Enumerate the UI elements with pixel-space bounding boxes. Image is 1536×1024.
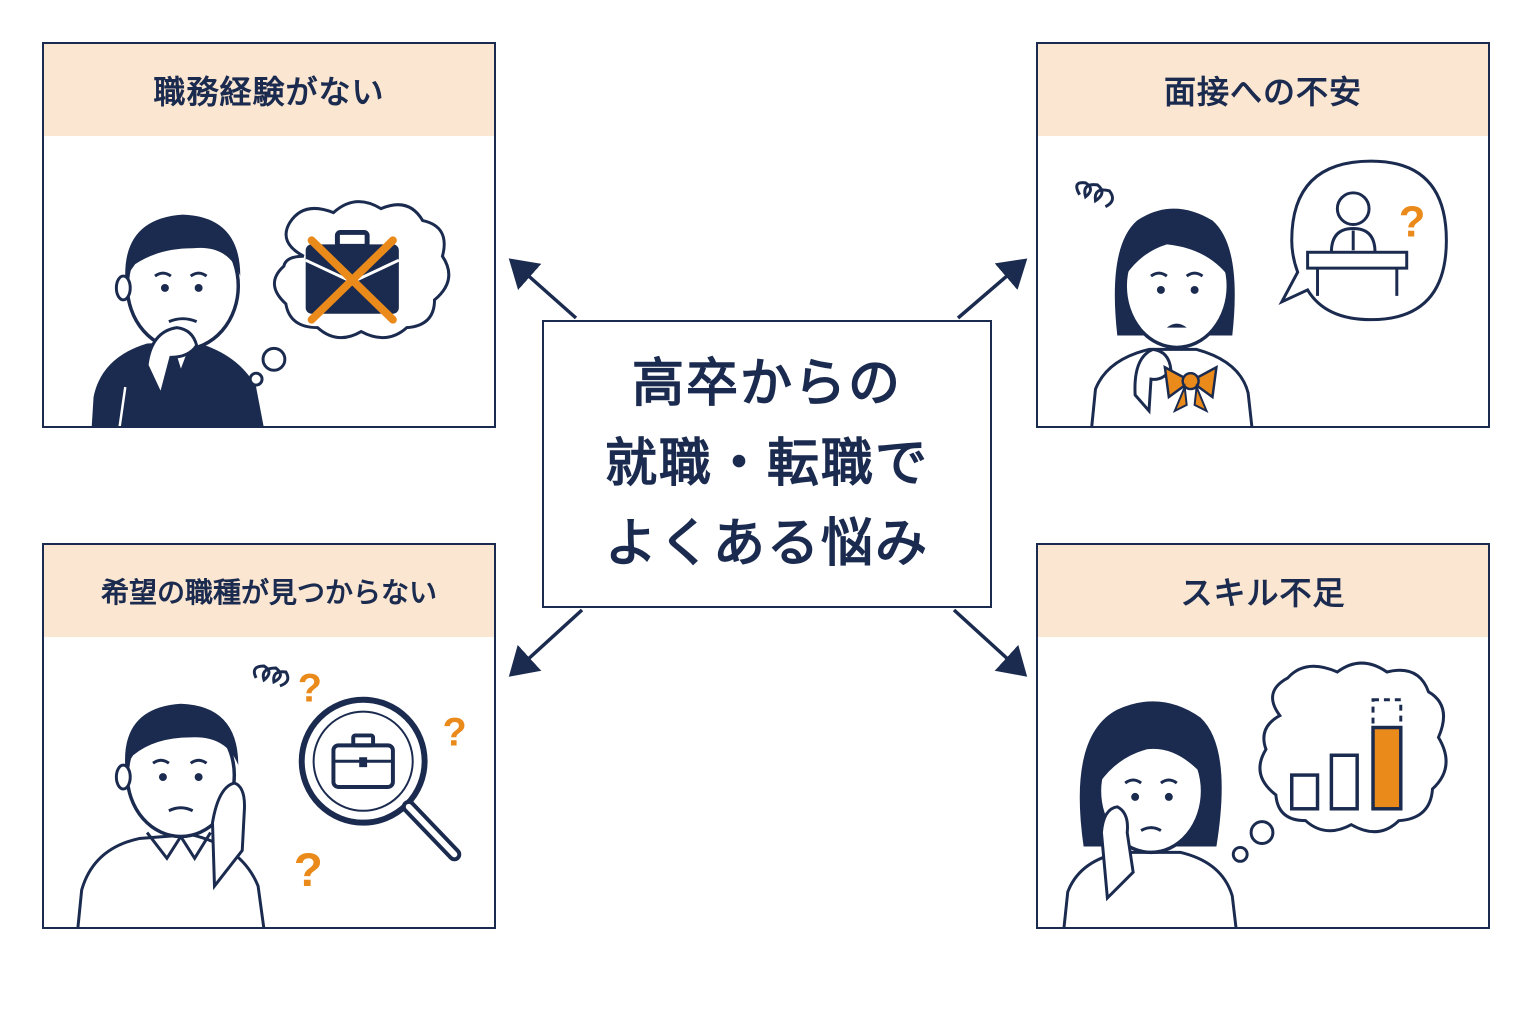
question-mark-icon: ? — [1399, 198, 1426, 246]
worried-man-illustration — [91, 200, 451, 426]
panel-title: スキル不足 — [1038, 545, 1488, 637]
worried-woman-illustration — [1062, 661, 1448, 927]
center-line-1: 高卒からの — [631, 354, 902, 414]
panel-skill-shortage: スキル不足 — [1036, 543, 1490, 929]
center-line-2: 就職・転職で — [604, 434, 929, 494]
central-topic: 高卒からの 就職・転職で よくある悩み — [542, 320, 992, 608]
bar-chart-icon — [1290, 698, 1403, 811]
panel-title: 職務経験がない — [44, 44, 494, 136]
bow-icon — [1163, 365, 1218, 413]
panel-job-search: 希望の職種が見つからない ? ? ? — [42, 543, 496, 929]
cross-mark-icon — [307, 236, 397, 324]
panel-interview-anxiety: 面接への不安 — [1036, 42, 1490, 428]
arrow-top-right — [956, 258, 1028, 320]
worried-woman-illustration: ? — [1075, 159, 1448, 426]
panel-title: 面接への不安 — [1038, 44, 1488, 136]
question-mark-icon: ? — [442, 710, 466, 754]
confused-man-illustration: ? ? ? — [76, 664, 467, 927]
center-line-3: よくある悩み — [604, 514, 929, 574]
arrow-bottom-left — [508, 608, 584, 677]
interviewer-icon — [1306, 191, 1409, 296]
panel-no-experience: 職務経験がない — [42, 42, 496, 428]
confusion-scribble-icon — [252, 664, 290, 688]
confusion-scribble-icon — [1075, 181, 1115, 209]
arrow-top-left — [508, 258, 578, 320]
panel-title: 希望の職種が見つからない — [44, 545, 494, 637]
question-mark-icon: ? — [298, 667, 322, 711]
arrow-bottom-right — [952, 608, 1028, 677]
question-mark-icon: ? — [294, 844, 323, 897]
briefcase-icon — [331, 733, 395, 789]
